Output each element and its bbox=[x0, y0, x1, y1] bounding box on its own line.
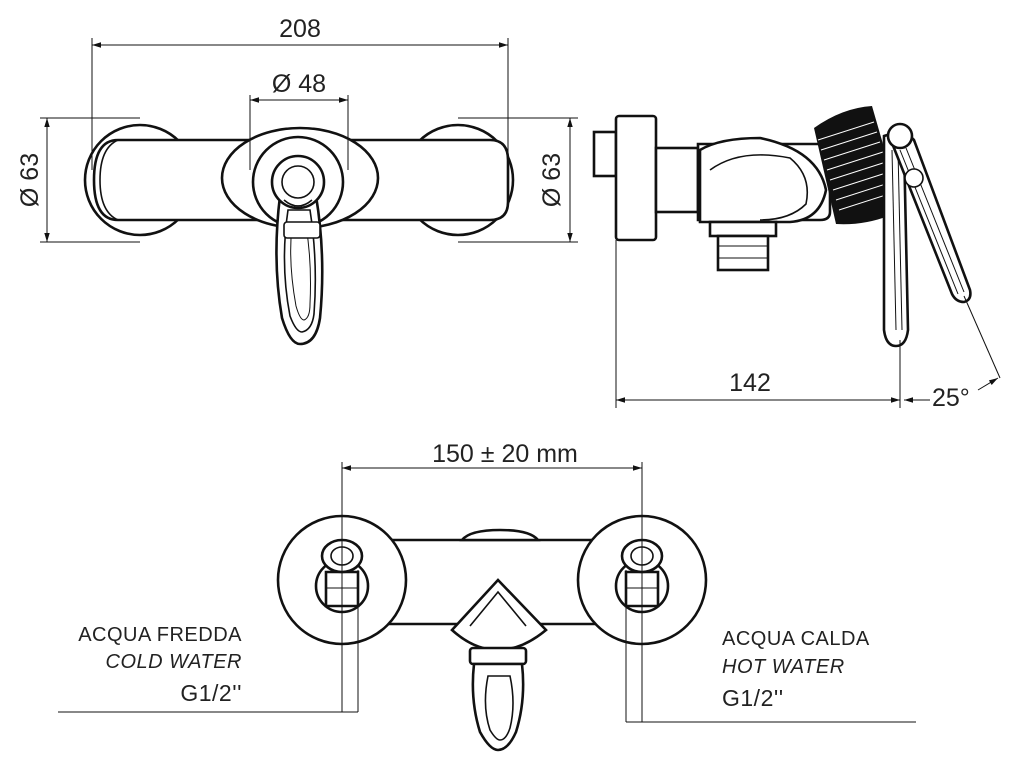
side-flange bbox=[614, 114, 658, 242]
lever-top bbox=[468, 646, 528, 752]
lever-side bbox=[882, 132, 910, 348]
knurled-cap bbox=[814, 106, 902, 225]
cold-thread: G1/2'' bbox=[180, 680, 242, 706]
side-view bbox=[592, 106, 972, 348]
hot-thread: G1/2'' bbox=[722, 685, 784, 711]
cold-label-it: ACQUA FREDDA bbox=[78, 624, 242, 646]
hot-label-it: ACQUA CALDA bbox=[722, 628, 870, 650]
hot-water-label: ACQUA CALDA HOT WATER G1/2'' bbox=[722, 628, 870, 711]
front-view bbox=[83, 123, 515, 346]
dim-depth: 142 bbox=[729, 369, 771, 397]
dim-center-diameter: Ø 48 bbox=[272, 70, 326, 98]
hot-label-en: HOT WATER bbox=[722, 656, 845, 678]
dim-lever-angle: 25° bbox=[932, 384, 970, 412]
cold-water-label: ACQUA FREDDA COLD WATER G1/2'' bbox=[78, 624, 243, 706]
dim-right-diameter: Ø 63 bbox=[538, 153, 566, 207]
dim-overall-width: 208 bbox=[279, 15, 321, 43]
lever-front bbox=[275, 194, 324, 346]
side-dimensions: 142 25° bbox=[615, 240, 1001, 412]
dim-inlet-spacing: 150 ± 20 mm bbox=[432, 440, 578, 468]
top-dimensions: 150 ± 20 mm bbox=[58, 440, 916, 723]
cold-label-en: COLD WATER bbox=[106, 651, 243, 673]
dim-left-diameter: Ø 63 bbox=[16, 153, 44, 207]
lever-side-rotated bbox=[886, 122, 972, 304]
front-dimensions: 208 Ø 48 Ø 63 Ø 63 bbox=[16, 15, 578, 243]
